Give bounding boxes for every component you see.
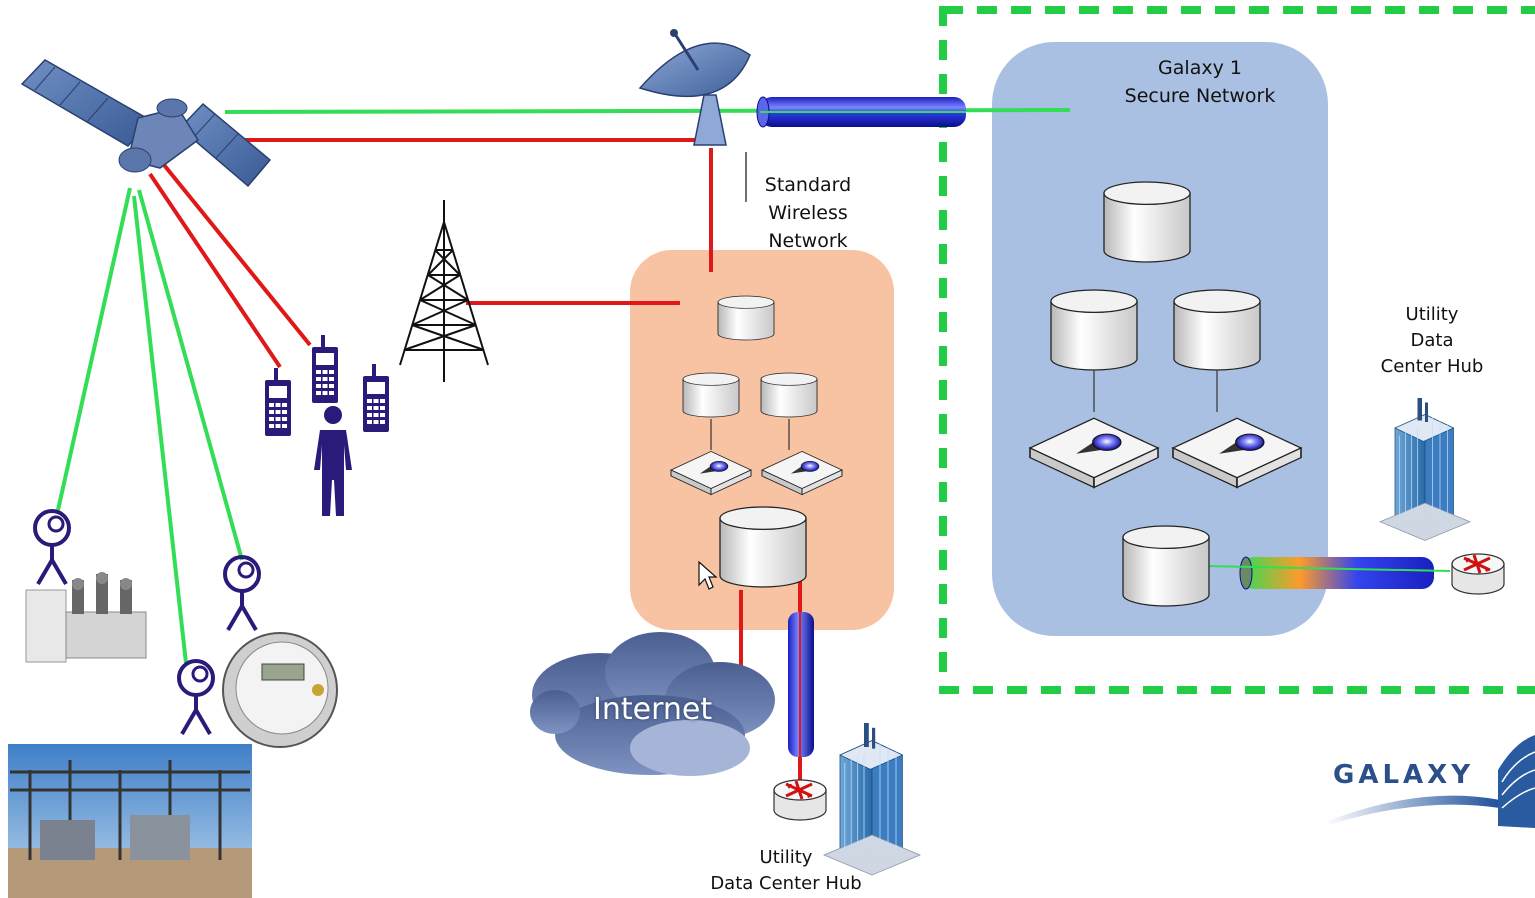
person-icon bbox=[314, 406, 352, 516]
utility-data-center-hub-bottom-label: Utility Data Center Hub bbox=[696, 845, 876, 897]
server-icon bbox=[1050, 289, 1138, 371]
server-icon bbox=[682, 372, 740, 418]
label-line: Data bbox=[1410, 330, 1454, 351]
label-line: Data Center Hub bbox=[710, 873, 862, 894]
smart-meter-icon bbox=[222, 632, 338, 748]
server-icon bbox=[719, 506, 807, 588]
mobile-phone-icon bbox=[312, 335, 338, 403]
router-icon bbox=[1450, 552, 1506, 596]
label-line: Standard bbox=[764, 174, 852, 196]
galaxy-secure-network-label: Galaxy 1 Secure Network bbox=[1090, 54, 1310, 110]
office-building-icon bbox=[1379, 397, 1471, 541]
server-icon bbox=[717, 295, 775, 341]
smart-meter-reader-icon bbox=[33, 509, 71, 586]
label-line: Utility bbox=[759, 847, 813, 868]
secure-zone-boundary bbox=[939, 6, 1535, 694]
galaxy-secure-network-panel bbox=[992, 42, 1328, 636]
label-line: Wireless bbox=[768, 202, 848, 224]
server-icon bbox=[1122, 525, 1210, 607]
fiber-cable-bottom bbox=[788, 612, 814, 757]
secure-green-links bbox=[56, 108, 1071, 664]
satellite-icon bbox=[20, 59, 272, 188]
server-icon bbox=[1103, 181, 1191, 263]
fiber-cable-top bbox=[756, 96, 966, 128]
substation-photo bbox=[8, 744, 252, 898]
galaxy-logo-text: GALAXY bbox=[1333, 760, 1475, 790]
utility-data-center-hub-right-label: Utility Data Center Hub bbox=[1362, 302, 1502, 380]
cell-tower-icon bbox=[399, 200, 489, 382]
label-line: Galaxy 1 bbox=[1158, 57, 1242, 79]
server-icon bbox=[1173, 289, 1261, 371]
satellite-dish-icon bbox=[638, 29, 751, 146]
smart-meter-reader-icon bbox=[223, 555, 261, 632]
fiber-cable-right bbox=[1204, 556, 1451, 590]
server-icon bbox=[760, 372, 818, 418]
label-line: Network bbox=[768, 230, 848, 252]
standard-wireless-network-panel bbox=[630, 250, 894, 630]
transformer-icon bbox=[25, 572, 147, 663]
router-icon bbox=[772, 778, 828, 822]
label-line: Center Hub bbox=[1380, 356, 1484, 377]
galaxy-logo bbox=[1325, 735, 1535, 828]
mouse-cursor-icon bbox=[698, 560, 718, 590]
internet-label: Internet bbox=[593, 692, 713, 727]
internet-cloud-icon bbox=[530, 632, 775, 776]
mobile-phone-icon bbox=[265, 368, 291, 436]
smart-meter-reader-icon bbox=[177, 659, 215, 736]
label-line: Utility bbox=[1405, 304, 1459, 325]
mobile-phone-icon bbox=[363, 364, 389, 432]
standard-wireless-network-label: Standard Wireless Network bbox=[748, 171, 868, 255]
label-line: Secure Network bbox=[1124, 85, 1276, 107]
